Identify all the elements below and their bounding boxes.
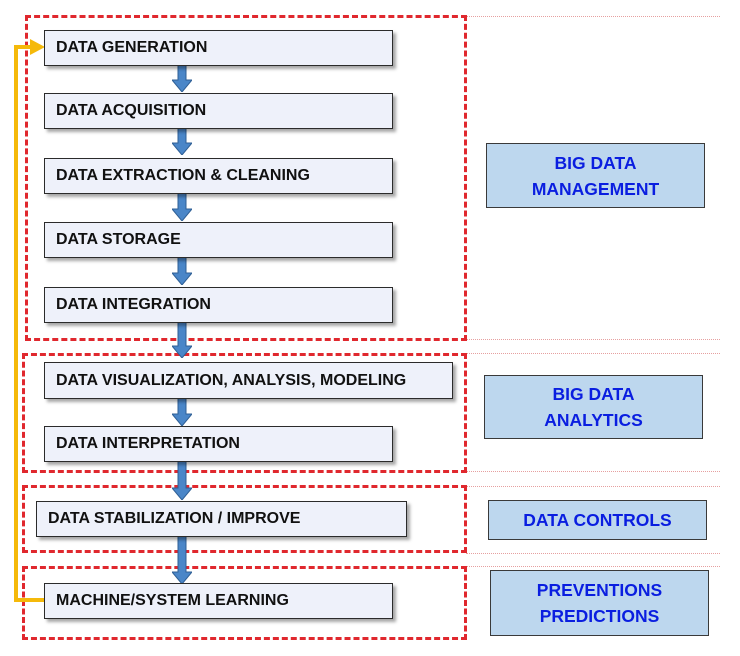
group-management-frame <box>25 15 467 341</box>
guide-line <box>466 339 720 340</box>
step-data-interpretation: DATA INTERPRETATION <box>44 426 393 462</box>
step-data-extraction-cleaning: DATA EXTRACTION & CLEANING <box>44 158 393 194</box>
down-arrow-icon <box>172 64 192 92</box>
step-data-acquisition: DATA ACQUISITION <box>44 93 393 129</box>
category-line: PREDICTIONS <box>539 606 660 626</box>
category-line: BIG DATA <box>552 384 635 404</box>
group-controls-frame <box>22 485 467 553</box>
guide-line <box>466 486 720 487</box>
category-line: PREVENTIONS <box>536 580 663 600</box>
step-data-visualization: DATA VISUALIZATION, ANALYSIS, MODELING <box>44 362 453 399</box>
down-arrow-icon <box>172 460 192 500</box>
step-machine-learning: MACHINE/SYSTEM LEARNING <box>44 583 393 619</box>
group-predictions-frame <box>22 566 467 640</box>
down-arrow-icon <box>172 398 192 426</box>
category-line: MANAGEMENT <box>531 178 660 199</box>
down-arrow-icon <box>172 536 192 584</box>
guide-line <box>466 566 720 567</box>
down-arrow-icon <box>172 257 192 285</box>
category-line: DATA CONTROLS <box>523 510 672 530</box>
category-preventions-predictions: PREVENTIONS PREDICTIONS <box>490 570 709 636</box>
guide-line <box>466 553 720 554</box>
category-data-controls: DATA CONTROLS <box>488 500 707 540</box>
guide-line <box>466 16 720 17</box>
down-arrow-icon <box>172 193 192 221</box>
group-analytics-frame <box>22 353 467 473</box>
step-data-generation: DATA GENERATION <box>44 30 393 66</box>
step-data-integration: DATA INTEGRATION <box>44 287 393 323</box>
guide-line <box>466 353 720 354</box>
category-big-data-management: BIG DATA MANAGEMENT <box>486 143 705 208</box>
category-line: BIG DATA <box>554 152 637 173</box>
guide-line <box>466 471 720 472</box>
category-line: ANALYTICS <box>544 410 643 430</box>
step-data-stabilization: DATA STABILIZATION / IMPROVE <box>36 501 407 537</box>
down-arrow-icon <box>172 322 192 358</box>
down-arrow-icon <box>172 127 192 155</box>
feedback-loop-arrow-icon <box>14 39 45 602</box>
step-data-storage: DATA STORAGE <box>44 222 393 258</box>
category-big-data-analytics: BIG DATA ANALYTICS <box>484 375 703 439</box>
